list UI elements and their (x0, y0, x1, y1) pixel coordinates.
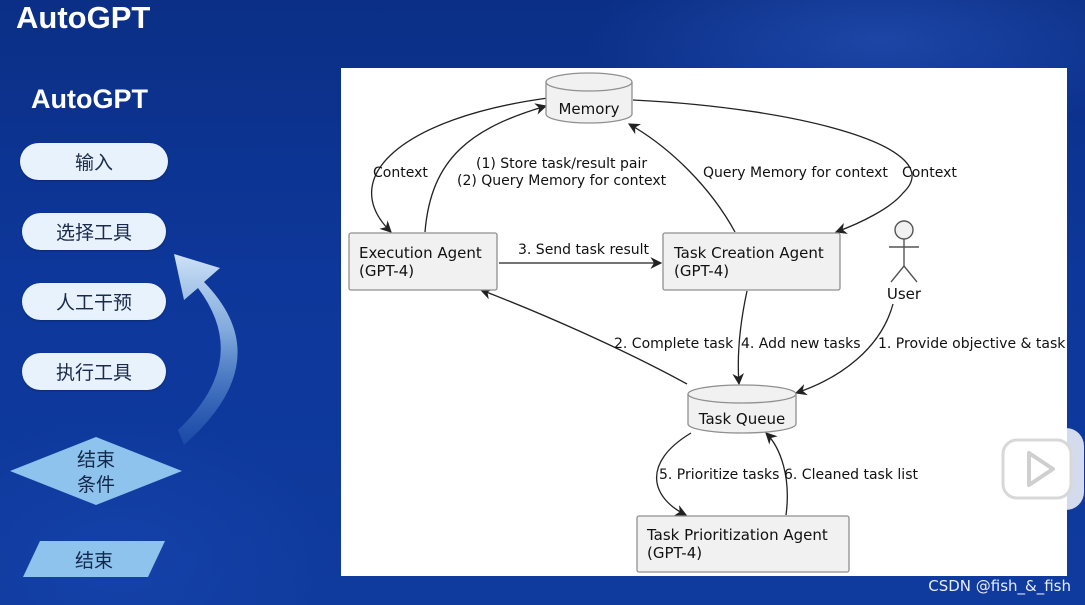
task-queue-label: Task Queue (698, 410, 785, 428)
edge-prioritization-to-queue (765, 432, 788, 516)
slide-title: AutoGPT (16, 0, 151, 35)
end-condition-line2: 条件 (77, 474, 115, 496)
play-icon[interactable] (989, 412, 1085, 512)
edge-label-add-tasks: 4. Add new tasks (741, 336, 861, 352)
edge-label-store-line1: (1) Store task/result pair (476, 156, 647, 172)
task-queue-node: Task Queue (687, 384, 797, 434)
task-prioritization-agent-label: Task Prioritization Agent (646, 526, 828, 544)
execution-agent-model: (GPT-4) (359, 262, 414, 280)
edge-label-cleaned-list: 6. Cleaned task list (784, 467, 918, 483)
edge-user-to-queue (794, 303, 894, 396)
edge-creation-to-memory (627, 123, 736, 233)
flow-end-step: 结束 (23, 541, 165, 577)
execution-agent-label: Execution Agent (359, 244, 482, 262)
edge-label-prioritize: 5. Prioritize tasks (659, 467, 779, 483)
architecture-diagram: Memory Execution Agent (GPT-4) Task Crea… (348, 72, 1066, 573)
flow-select-tool-step: 选择工具 (22, 213, 166, 250)
edge-memory-to-execution (371, 97, 549, 233)
flow-human-intervention-step: 人工干预 (22, 283, 166, 320)
memory-node: Memory (545, 72, 633, 124)
edge-label-query-memory: Query Memory for context (703, 165, 888, 181)
edge-label-context-left: Context (373, 165, 428, 181)
watermark-text: CSDN @fish_&_fish (928, 577, 1071, 595)
edge-label-complete-task: 2. Complete task (614, 336, 734, 352)
edge-label-context-right: Context (902, 165, 957, 181)
task-prioritization-agent-model: (GPT-4) (647, 544, 702, 562)
edge-execution-to-memory (424, 103, 548, 233)
execution-agent-node: Execution Agent (GPT-4) (348, 232, 498, 291)
flow-input-step: 输入 (20, 143, 168, 180)
end-condition-line1: 结束 (77, 449, 115, 471)
edge-label-send-result: 3. Send task result (518, 242, 650, 258)
flow-execute-tool-step: 执行工具 (22, 353, 166, 390)
edge-label-store-line2: (2) Query Memory for context (457, 173, 667, 189)
task-prioritization-agent-node: Task Prioritization Agent (GPT-4) (636, 515, 850, 573)
stick-figure-icon (889, 220, 919, 283)
architecture-diagram-panel: Memory Execution Agent (GPT-4) Task Crea… (341, 68, 1067, 576)
flow-title: AutoGPT (31, 84, 148, 114)
task-creation-agent-label: Task Creation Agent (673, 244, 824, 262)
edge-queue-to-prioritization (655, 432, 692, 516)
edge-label-provide-objective: 1. Provide objective & task (878, 336, 1066, 352)
end-step-label: 结束 (75, 550, 113, 572)
edge-creation-to-queue (732, 290, 748, 386)
edge-queue-to-execution (479, 288, 688, 385)
task-creation-agent-node: Task Creation Agent (GPT-4) (662, 232, 841, 291)
memory-label: Memory (558, 100, 619, 118)
flow-end-condition-decision: 结束 条件 (10, 437, 182, 505)
edge-memory-to-creation (632, 99, 913, 234)
user-label: User (887, 285, 922, 303)
curved-arrow-icon (174, 254, 238, 445)
task-creation-agent-model: (GPT-4) (674, 262, 729, 280)
